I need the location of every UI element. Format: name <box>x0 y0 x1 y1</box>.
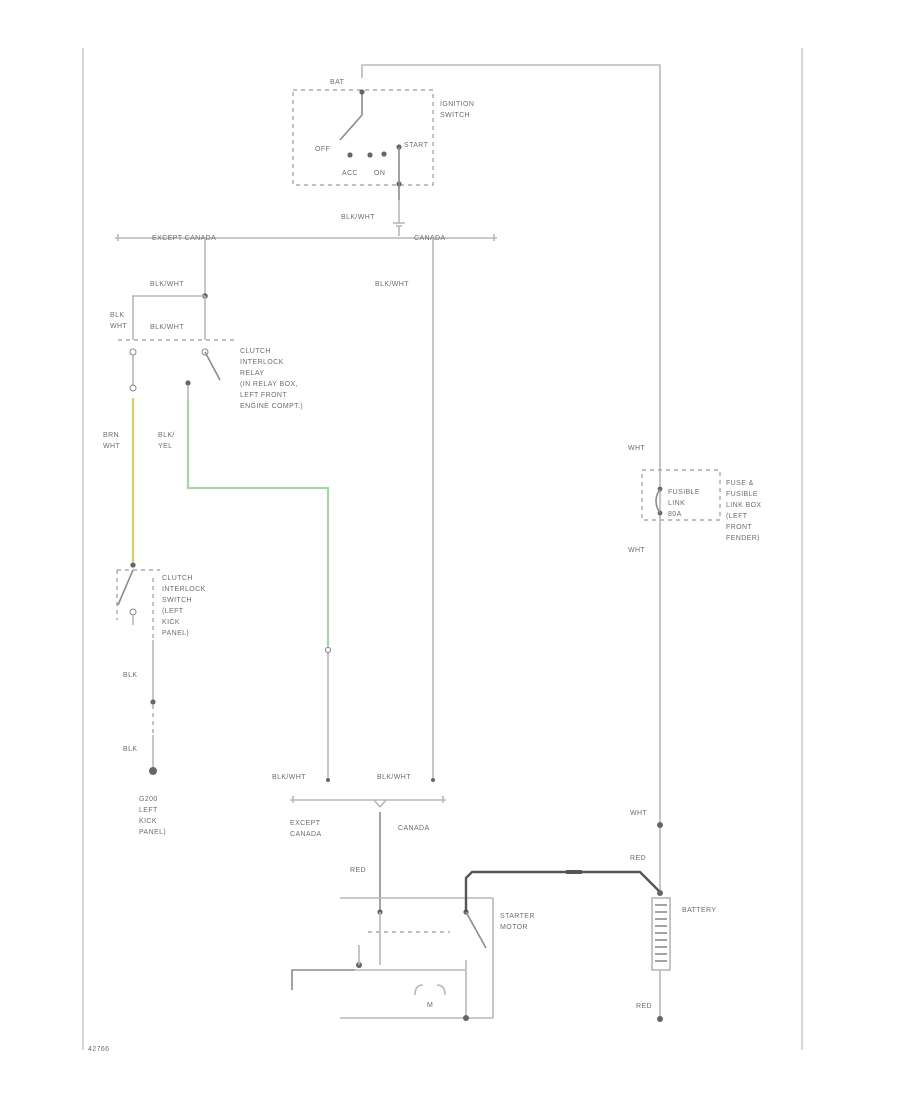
fuse-box-label-5: FRONT <box>726 524 752 531</box>
fuse-box-label-6: FENDER) <box>726 535 760 542</box>
top-canada-label: CANADA <box>414 235 446 242</box>
wire-label-5: BRN <box>103 432 119 439</box>
fuse-box-label-3: LINK BOX <box>726 502 762 509</box>
bottom-splice-bar: EXCEPT CANADA CANADA <box>290 796 446 838</box>
clutch-switch-label-6: PANEL) <box>162 630 189 637</box>
ground-label-1: G200 <box>139 796 158 803</box>
fuse-box-label-1: FUSE & <box>726 480 754 487</box>
starter-motor: M STARTER MOTOR <box>291 897 535 1021</box>
ignition-switch-label-1: IGNITION <box>440 101 474 108</box>
top-splice-bar: EXCEPT CANADA CANADA <box>115 234 497 242</box>
fuse-box-label-4: (LEFT <box>726 513 748 520</box>
fuse-inner-label-2: LINK <box>668 500 685 507</box>
wire-label-2: BLK/WHT <box>150 324 184 331</box>
ignition-bat-label: BAT <box>330 79 345 86</box>
blk-yel-wire <box>186 400 330 645</box>
battery-cable <box>464 870 661 912</box>
clutch-switch-label-5: KICK <box>162 619 180 626</box>
wire-label-6b: YEL <box>158 443 172 450</box>
ground-label-3: KICK <box>139 818 157 825</box>
ignition-acc-label: ACC <box>342 170 358 177</box>
wire-label-8: BLK <box>123 746 137 753</box>
relay-label-6: ENGINE COMPT.) <box>240 403 303 410</box>
clutch-switch-label-4: (LEFT <box>162 608 184 615</box>
clutch-switch-label-2: INTERLOCK <box>162 586 206 593</box>
wire-label-9: BLK/WHT <box>272 774 306 781</box>
wire-label-13: WHT <box>628 547 645 554</box>
relay-label-4: (IN RELAY BOX, <box>240 381 298 388</box>
fuse-inner-label-1: FUSIBLE <box>668 489 700 496</box>
relay-label-5: LEFT FRONT <box>240 392 287 399</box>
ignition-out-wire-label: BLK/WHT <box>341 214 375 221</box>
clutch-switch-label-3: SWITCH <box>162 597 192 604</box>
ground-g200-point <box>149 767 157 775</box>
battery: BATTERY <box>651 890 716 1022</box>
wire-label-7: BLK <box>123 672 137 679</box>
wire-label-3b: WHT <box>110 323 127 330</box>
starter-label-1: STARTER <box>500 913 535 920</box>
clutch-interlock-switch: CLUTCH INTERLOCK SWITCH (LEFT KICK PANEL… <box>116 562 206 640</box>
wire-label-10: BLK/WHT <box>377 774 411 781</box>
battery-label: BATTERY <box>682 907 716 914</box>
wire-label-15: RED <box>630 855 646 862</box>
wire-label-1: BLK/WHT <box>150 281 184 288</box>
wire-label-3: BLK <box>110 312 124 319</box>
wire-label-4: BLK/WHT <box>375 281 409 288</box>
wire-label-12: WHT <box>628 445 645 452</box>
ignition-switch: BAT IGNITION SWITCH OFF START ACC ON BLK… <box>292 64 661 825</box>
ignition-switch-label-2: SWITCH <box>440 112 470 119</box>
ignition-on-label: ON <box>374 170 385 177</box>
ground-label: G200 LEFT KICK PANEL) <box>139 796 166 836</box>
fuse-box-label-2: FUSIBLE <box>726 491 758 498</box>
ignition-off-label: OFF <box>315 146 330 153</box>
top-except-canada-label: EXCEPT CANADA <box>152 235 216 242</box>
wire-label-16: RED <box>636 1003 652 1010</box>
starter-m-label: M <box>427 1002 433 1009</box>
wire-label-11: RED <box>350 867 366 874</box>
wire-label-6: BLK/ <box>158 432 175 439</box>
bottom-canada-label-1: CANADA <box>290 831 322 838</box>
fuse-fusible-link-box: FUSIBLE LINK 80A FUSE & FUSIBLE LINK BOX… <box>641 469 762 542</box>
relay-label-1: CLUTCH <box>240 348 271 355</box>
ignition-start-label: START <box>404 142 429 149</box>
fuse-inner-label-3: 80A <box>668 511 682 518</box>
ground-label-4: PANEL) <box>139 829 166 836</box>
ground-label-2: LEFT <box>139 807 158 814</box>
relay-label-2: INTERLOCK <box>240 359 284 366</box>
bottom-canada-label-2: CANADA <box>398 825 430 832</box>
clutch-switch-label-1: CLUTCH <box>162 575 193 582</box>
starter-label-2: MOTOR <box>500 924 528 931</box>
wire-label-5b: WHT <box>103 443 120 450</box>
bottom-except-label: EXCEPT <box>290 820 321 827</box>
clutch-interlock-relay: CLUTCH INTERLOCK RELAY (IN RELAY BOX, LE… <box>118 339 303 410</box>
wire-label-14: WHT <box>630 810 647 817</box>
figure-id: 42766 <box>88 1046 109 1053</box>
relay-label-3: RELAY <box>240 370 264 377</box>
